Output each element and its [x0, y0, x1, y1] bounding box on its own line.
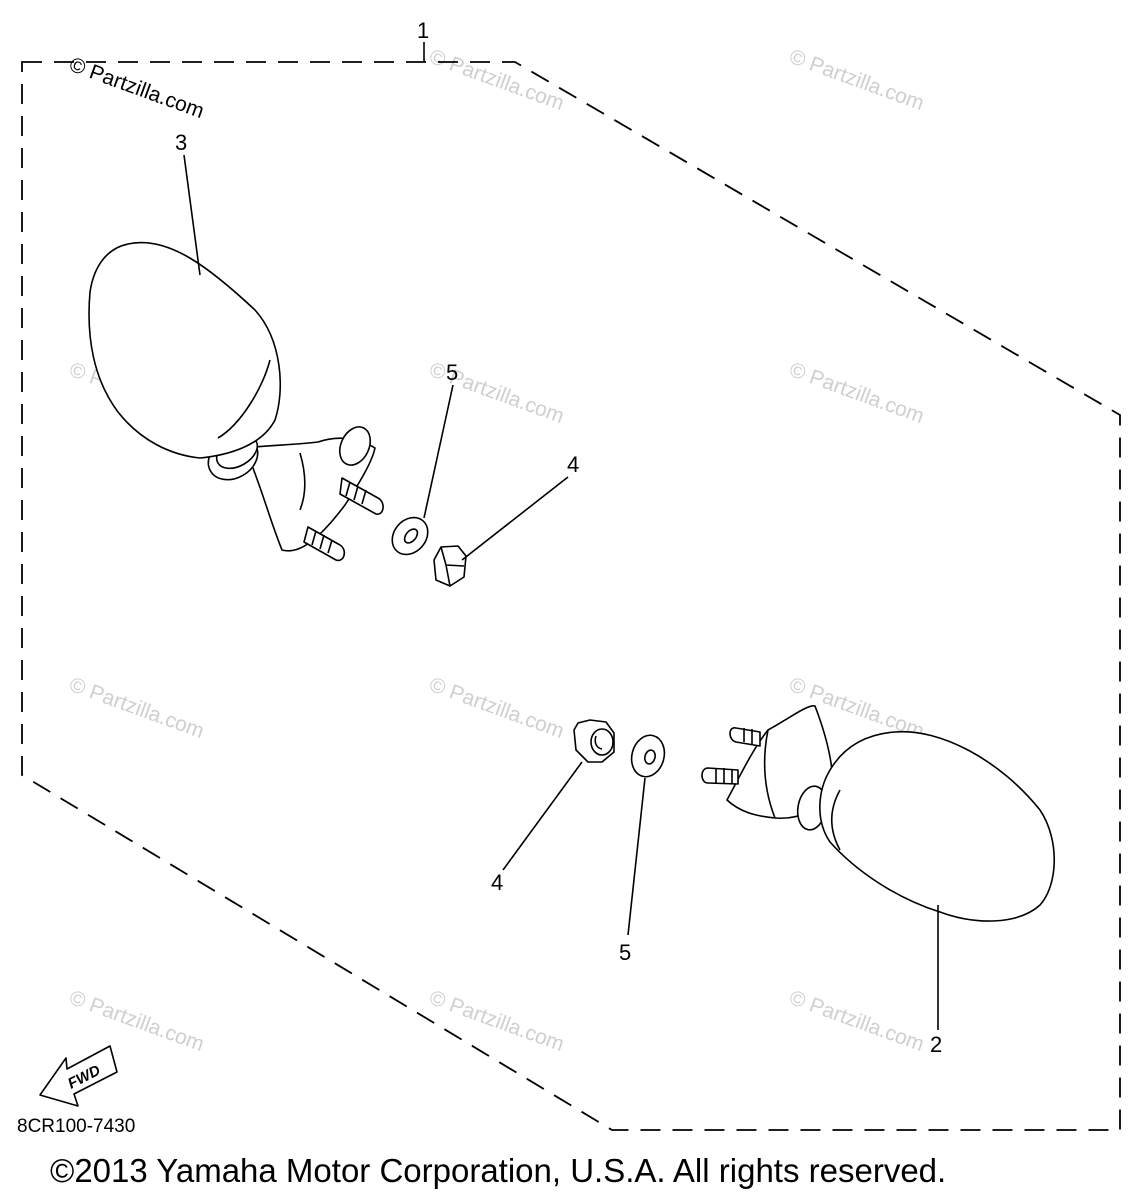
washer-lower [630, 734, 666, 778]
nut-lower [573, 719, 615, 763]
mirror-left-studs [303, 477, 384, 562]
callout-4-upper: 4 [567, 452, 579, 477]
callout-5-upper: 5 [446, 360, 458, 385]
fwd-arrow: FWD [39, 1045, 118, 1107]
callout-4-upper-leader [461, 476, 569, 561]
assembly-boundary [21, 61, 1121, 1131]
callout-5-lower: 5 [619, 940, 631, 965]
watermark: © Partzilla.com [786, 45, 927, 115]
diagram-code: 8CR100-7430 [17, 1116, 135, 1137]
mirror-right [701, 705, 1055, 922]
watermarks: © Partzilla.com © Partzilla.com © Partzi… [66, 45, 927, 1056]
watermark: © Partzilla.com [66, 53, 207, 123]
callout-1: 1 [417, 18, 429, 43]
watermark: © Partzilla.com [66, 673, 207, 743]
callout-3: 3 [175, 130, 187, 155]
mirror-right-studs [701, 727, 761, 785]
washer-upper [391, 516, 429, 556]
callout-3-leader [183, 154, 201, 276]
callout-2: 2 [930, 1032, 942, 1057]
copyright-notice: ©2013 Yamaha Motor Corporation, U.S.A. A… [50, 1152, 946, 1189]
callout-4-lower: 4 [491, 870, 503, 895]
callout-5-lower-leader [627, 777, 646, 936]
watermark: © Partzilla.com [786, 358, 927, 428]
watermark: © Partzilla.com [426, 673, 567, 743]
watermark: © Partzilla.com [426, 986, 567, 1056]
nut-upper [433, 545, 467, 587]
watermark: © Partzilla.com [786, 986, 927, 1056]
callout-4-lower-leader [502, 761, 583, 871]
mirror-left [88, 241, 384, 562]
callout-5-upper-leader [423, 384, 454, 519]
watermark: © Partzilla.com [66, 986, 207, 1056]
